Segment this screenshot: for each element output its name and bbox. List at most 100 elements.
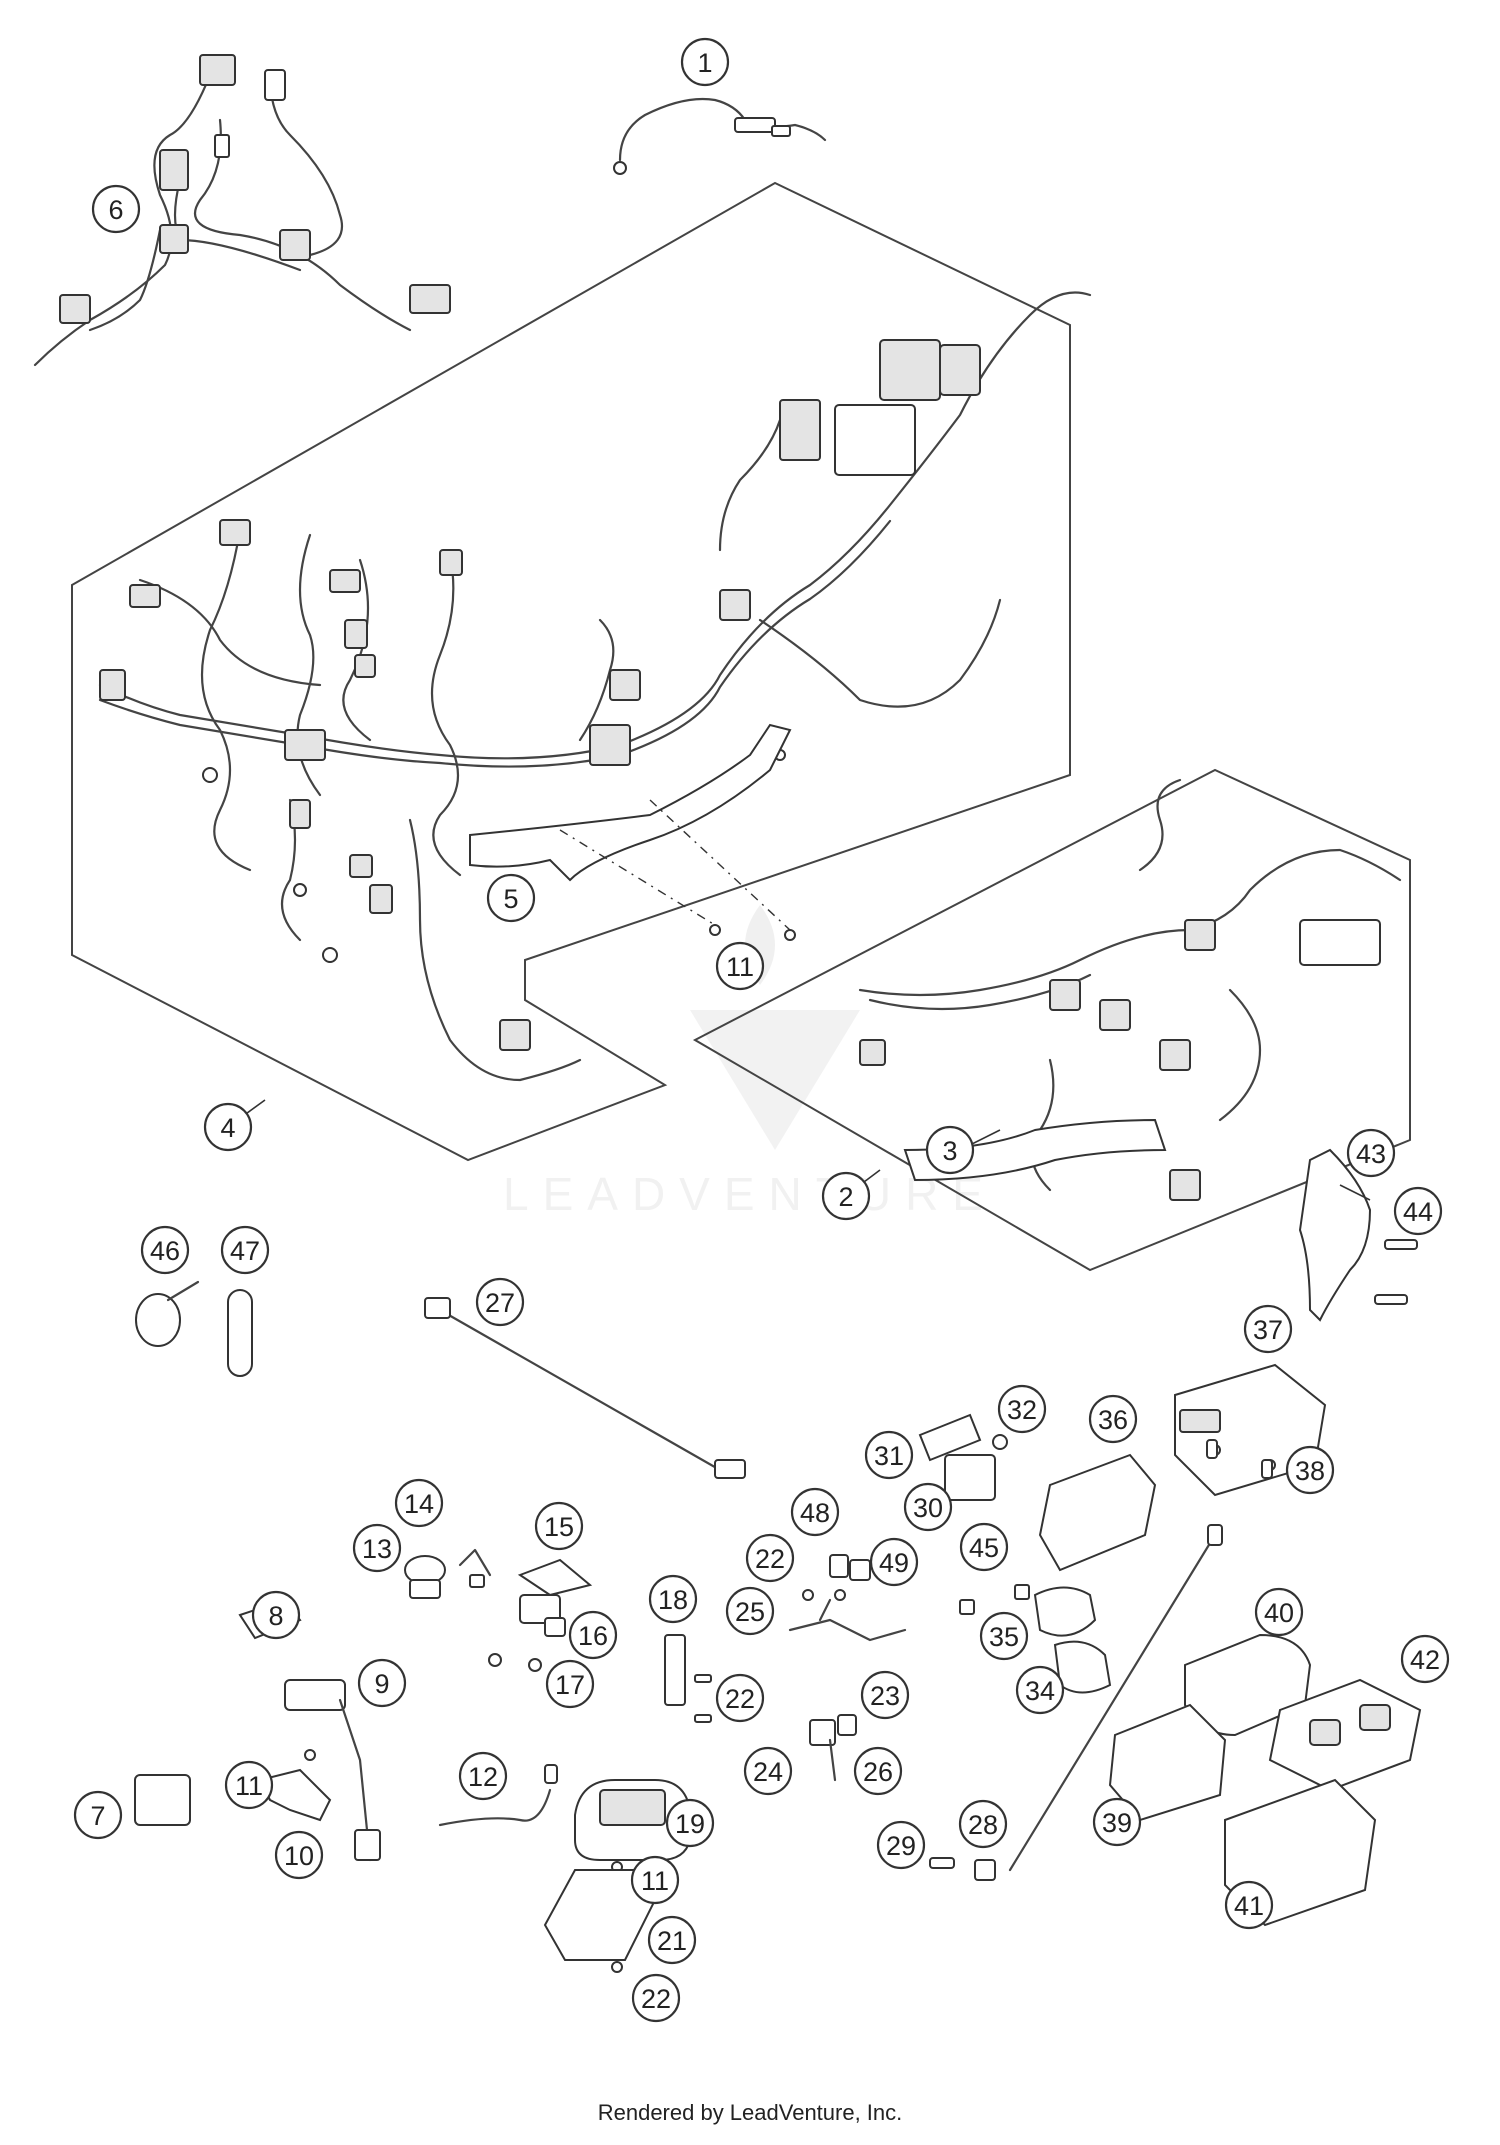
harness-2-box bbox=[692, 768, 1411, 1272]
callout-label: 8 bbox=[268, 1601, 283, 1631]
bracket-10 bbox=[258, 1768, 332, 1822]
callout-label: 22 bbox=[725, 1684, 755, 1714]
callout-circle bbox=[790, 1487, 840, 1537]
callout-27: 27 bbox=[475, 1277, 525, 1327]
callout-label: 27 bbox=[485, 1288, 515, 1318]
callout-label: 32 bbox=[1007, 1395, 1037, 1425]
callout-36: 36 bbox=[1088, 1394, 1138, 1444]
callout-43: 43 bbox=[1346, 1128, 1396, 1178]
callout-circle bbox=[725, 1586, 775, 1636]
callout-label: 25 bbox=[735, 1597, 765, 1627]
callout-44: 44 bbox=[1393, 1186, 1443, 1236]
callout-circle bbox=[458, 1751, 508, 1801]
relay-30 bbox=[944, 1454, 996, 1501]
connector-16 bbox=[519, 1594, 566, 1637]
callout-label: 44 bbox=[1403, 1197, 1433, 1227]
callout-label: 41 bbox=[1234, 1891, 1264, 1921]
callout-label: 1 bbox=[697, 48, 712, 78]
callout-46: 46 bbox=[140, 1225, 190, 1275]
callout-17: 17 bbox=[545, 1659, 595, 1709]
callout-19: 19 bbox=[665, 1798, 715, 1848]
watermark-text: LEADVENTURE bbox=[503, 1168, 997, 1220]
callout-circle bbox=[869, 1537, 919, 1587]
callout-14: 14 bbox=[394, 1478, 444, 1528]
callout-label: 49 bbox=[879, 1548, 909, 1578]
callout-circle bbox=[140, 1225, 190, 1275]
callout-circle bbox=[903, 1482, 953, 1532]
callout-circle bbox=[475, 1277, 525, 1327]
wiring-harness-6 bbox=[33, 54, 451, 367]
callout-29: 29 bbox=[876, 1820, 926, 1870]
callout-circle bbox=[631, 1973, 681, 2023]
wiring-harness-2 bbox=[858, 778, 1402, 1201]
screws-17 bbox=[488, 1653, 542, 1672]
bracket-25 bbox=[788, 1598, 907, 1642]
module-7 bbox=[134, 1774, 191, 1826]
callout-48: 48 bbox=[790, 1487, 840, 1537]
callout-2: 2 bbox=[821, 1171, 871, 1221]
callout-circle bbox=[1243, 1304, 1293, 1354]
callout-label: 7 bbox=[90, 1801, 105, 1831]
callout-label: 31 bbox=[874, 1441, 904, 1471]
callout-9: 9 bbox=[357, 1658, 407, 1708]
callout-circle bbox=[545, 1659, 595, 1709]
callout-39: 39 bbox=[1092, 1797, 1142, 1847]
callout-label: 30 bbox=[913, 1493, 943, 1523]
callout-22: 22 bbox=[631, 1973, 681, 2023]
callout-49: 49 bbox=[869, 1537, 919, 1587]
callout-label: 6 bbox=[108, 195, 123, 225]
callout-label: 5 bbox=[503, 884, 518, 914]
callout-label: 34 bbox=[1025, 1676, 1055, 1706]
callout-circle bbox=[680, 37, 730, 87]
harness-4-box bbox=[71, 181, 1071, 1162]
callout-circle bbox=[1254, 1587, 1304, 1637]
callout-23: 23 bbox=[860, 1670, 910, 1720]
callout-label: 18 bbox=[658, 1585, 688, 1615]
callout-25: 25 bbox=[725, 1586, 775, 1636]
screw-29 bbox=[929, 1857, 955, 1869]
callout-label: 15 bbox=[544, 1512, 574, 1542]
callout-label: 23 bbox=[870, 1681, 900, 1711]
callout-label: 36 bbox=[1098, 1405, 1128, 1435]
callout-label: 16 bbox=[578, 1621, 608, 1651]
bracket-43 bbox=[1298, 1148, 1372, 1322]
switch-13 bbox=[404, 1555, 446, 1599]
callout-label: 11 bbox=[235, 1771, 263, 1801]
callout-circle bbox=[630, 1855, 680, 1905]
callout-circle bbox=[73, 1790, 123, 1840]
callout-circle bbox=[743, 1746, 793, 1796]
callout-label: 3 bbox=[942, 1136, 957, 1166]
callout-label: 37 bbox=[1253, 1315, 1283, 1345]
callout-circle bbox=[1015, 1665, 1065, 1715]
callout-label: 28 bbox=[968, 1810, 998, 1840]
relay-holder-31 bbox=[918, 1413, 982, 1462]
screw-22c bbox=[611, 1961, 623, 1973]
screw-22a bbox=[802, 1589, 846, 1601]
callout-1: 1 bbox=[680, 37, 730, 87]
callout-circle bbox=[648, 1574, 698, 1624]
callout-7: 7 bbox=[73, 1790, 123, 1840]
callout-label: 22 bbox=[755, 1544, 785, 1574]
callout-label: 39 bbox=[1102, 1808, 1132, 1838]
callout-41: 41 bbox=[1224, 1880, 1274, 1930]
callout-circle bbox=[220, 1225, 270, 1275]
callout-circle bbox=[394, 1478, 444, 1528]
bracket-15 bbox=[517, 1558, 593, 1597]
screw-22b bbox=[694, 1674, 712, 1723]
callout-35: 35 bbox=[979, 1611, 1029, 1661]
callout-30: 30 bbox=[903, 1482, 953, 1532]
callout-21: 21 bbox=[647, 1915, 697, 1965]
callout-circle bbox=[853, 1746, 903, 1796]
relay-34 bbox=[1053, 1640, 1112, 1694]
callout-12: 12 bbox=[458, 1751, 508, 1801]
screws-44 bbox=[1374, 1239, 1418, 1305]
callout-label: 45 bbox=[969, 1533, 999, 1563]
callout-label: 29 bbox=[886, 1831, 916, 1861]
callout-10: 10 bbox=[274, 1830, 324, 1880]
callout-label: 43 bbox=[1356, 1139, 1386, 1169]
callout-16: 16 bbox=[568, 1610, 618, 1660]
callout-24: 24 bbox=[743, 1746, 793, 1796]
callout-15: 15 bbox=[534, 1501, 584, 1551]
callout-47: 47 bbox=[220, 1225, 270, 1275]
fuse-32 bbox=[992, 1434, 1008, 1450]
